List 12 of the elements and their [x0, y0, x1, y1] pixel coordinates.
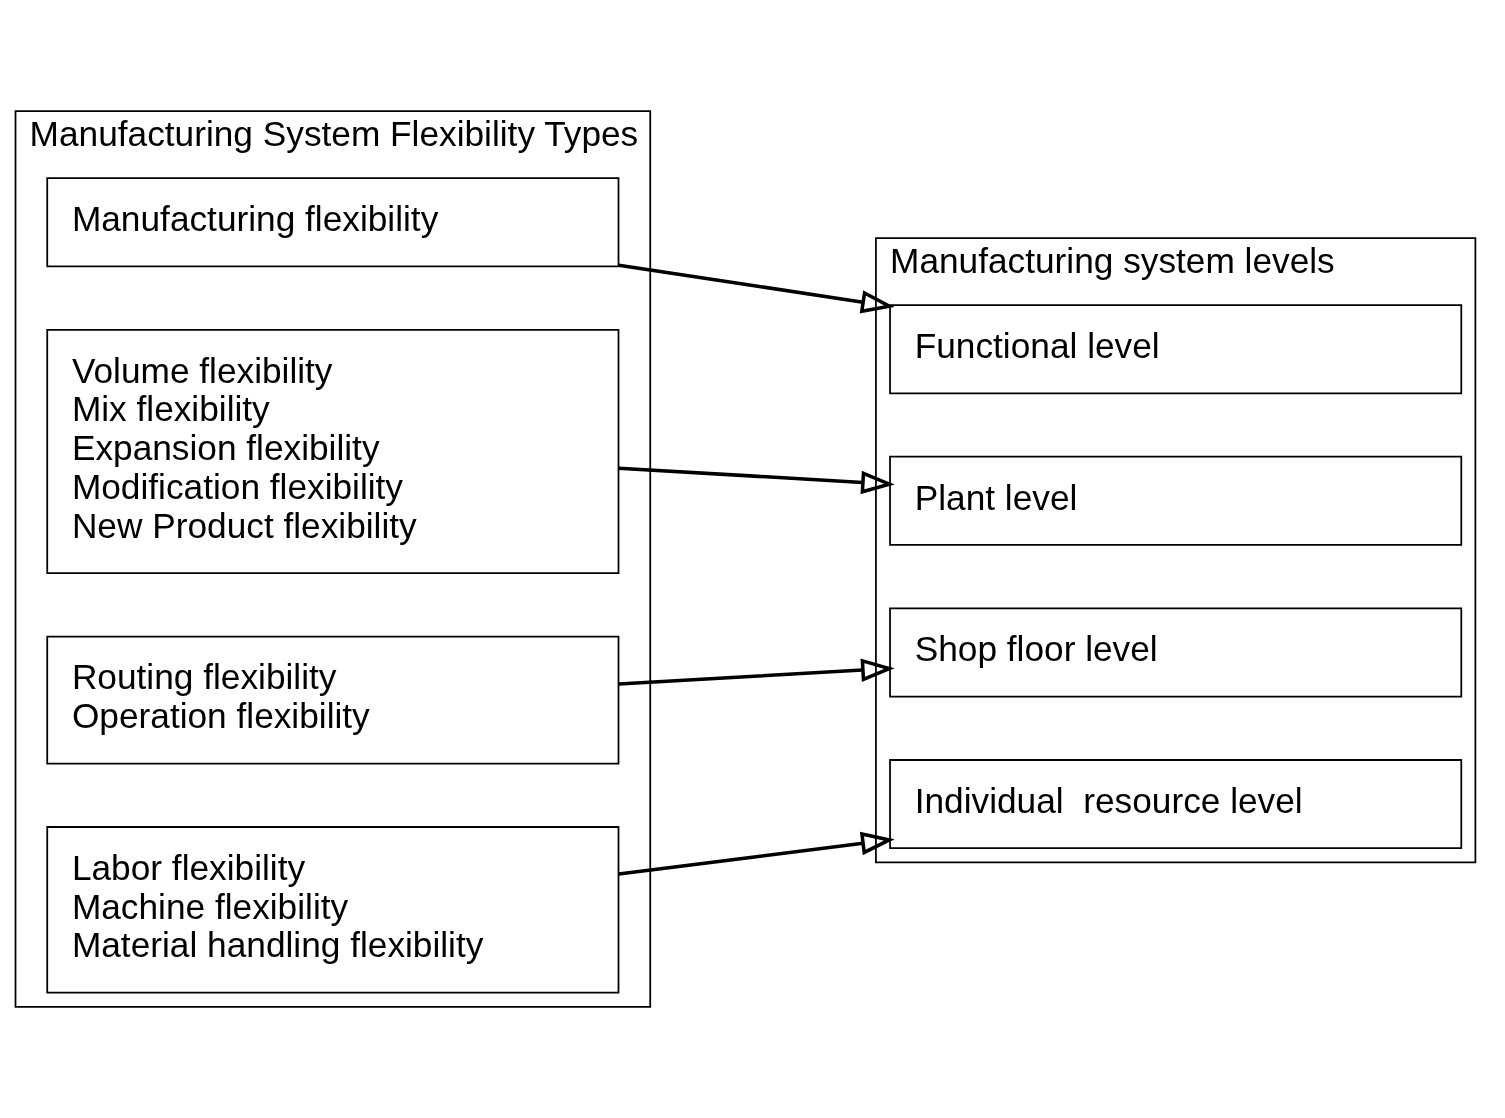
arrow	[618, 466, 895, 495]
arrow	[618, 658, 895, 686]
node-box: Plant level	[889, 455, 1463, 546]
node-box: Labor flexibility Machine flexibility Material handling flexibility	[46, 826, 620, 994]
node-box: Individual resource level	[889, 759, 1463, 850]
node-box: Manufacturing flexibility	[46, 177, 620, 268]
node-box: Shop floor level	[889, 607, 1463, 698]
arrow	[618, 263, 895, 314]
node-box: Routing flexibility Operation flexibility	[46, 635, 620, 765]
node-box: Volume flexibility Mix flexibility Expansion flexibility Modification flexibility New Product flexibility	[46, 328, 620, 574]
node-box: Functional level	[889, 304, 1463, 395]
arrow	[618, 831, 895, 876]
